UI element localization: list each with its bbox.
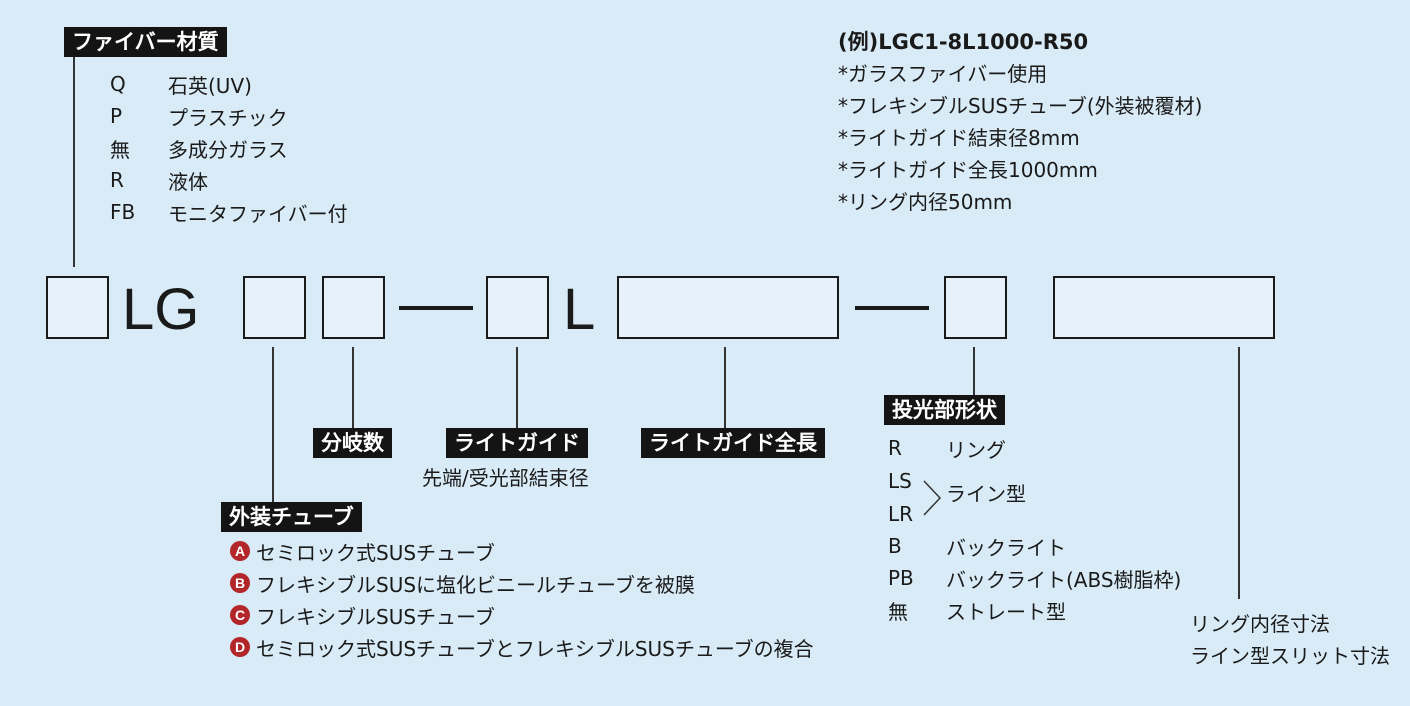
length-code-box [617,276,839,339]
projection-shape-tag: 投光部形状 [884,395,1005,425]
badge-d-icon: D [230,637,250,657]
bracket-icon [923,480,942,516]
fiber-material-tag: ファイバー材質 [64,27,227,57]
separator-dash [399,306,473,310]
fiber-code-box [46,276,109,339]
length-leader-line [724,347,726,429]
lightguide-code-box [486,276,549,339]
example-line: *ライトガイド結束径8mm [838,126,1080,150]
shape-code-lr: LR [888,502,914,526]
badge-a-icon: A [230,541,250,561]
branch-code-box [322,276,385,339]
example-line: *リング内径50mm [838,190,1013,214]
example-title: (例)LGC1-8L1000-R50 [838,30,1089,54]
shape-code-box [944,276,1007,339]
separator-dash [855,306,929,310]
lightguide-leader-line [516,347,518,429]
dimension-label-slit: ライン型スリット寸法 [1190,644,1390,668]
example-line: *フレキシブルSUSチューブ(外装被覆材) [838,94,1203,118]
tube-item-b: B フレキシブルSUSに塩化ビニールチューブを被膜 [230,568,695,598]
example-line: *ライトガイド全長1000mm [838,158,1098,182]
tube-item-d: D セミロック式SUSチューブとフレキシブルSUSチューブの複合 [230,632,814,662]
badge-c-icon: C [230,605,250,625]
outer-tube-tag: 外装チューブ [221,502,362,532]
fiber-leader-line [73,57,75,267]
dimension-leader-line [1238,347,1240,599]
shape-code-ls: LS [888,469,912,493]
l-code-text: L [563,277,596,342]
shape-leader-line [973,347,975,395]
lightguide-subtext: 先端/受光部結束径 [422,466,589,490]
fiber-item-none: 無多成分ガラス [110,137,288,162]
dimension-label-ring: リング内径寸法 [1190,612,1330,636]
dimension-code-box [1053,276,1275,339]
tube-leader-line [272,347,274,505]
branch-leader-line [352,347,354,429]
shape-line-label: ライン型 [946,482,1026,506]
branch-count-tag: 分岐数 [313,428,392,458]
shape-item-none: 無ストレート型 [888,599,1066,624]
badge-b-icon: B [230,573,250,593]
lightguide-length-tag: ライトガイド全長 [641,428,825,458]
tube-item-c: C フレキシブルSUSチューブ [230,600,495,630]
tube-code-box [243,276,306,339]
example-line: *ガラスファイバー使用 [838,62,1048,86]
tube-item-a: A セミロック式SUSチューブ [230,536,495,566]
lg-code-text: LG [122,277,200,342]
lightguide-tag: ライトガイド [446,428,588,458]
